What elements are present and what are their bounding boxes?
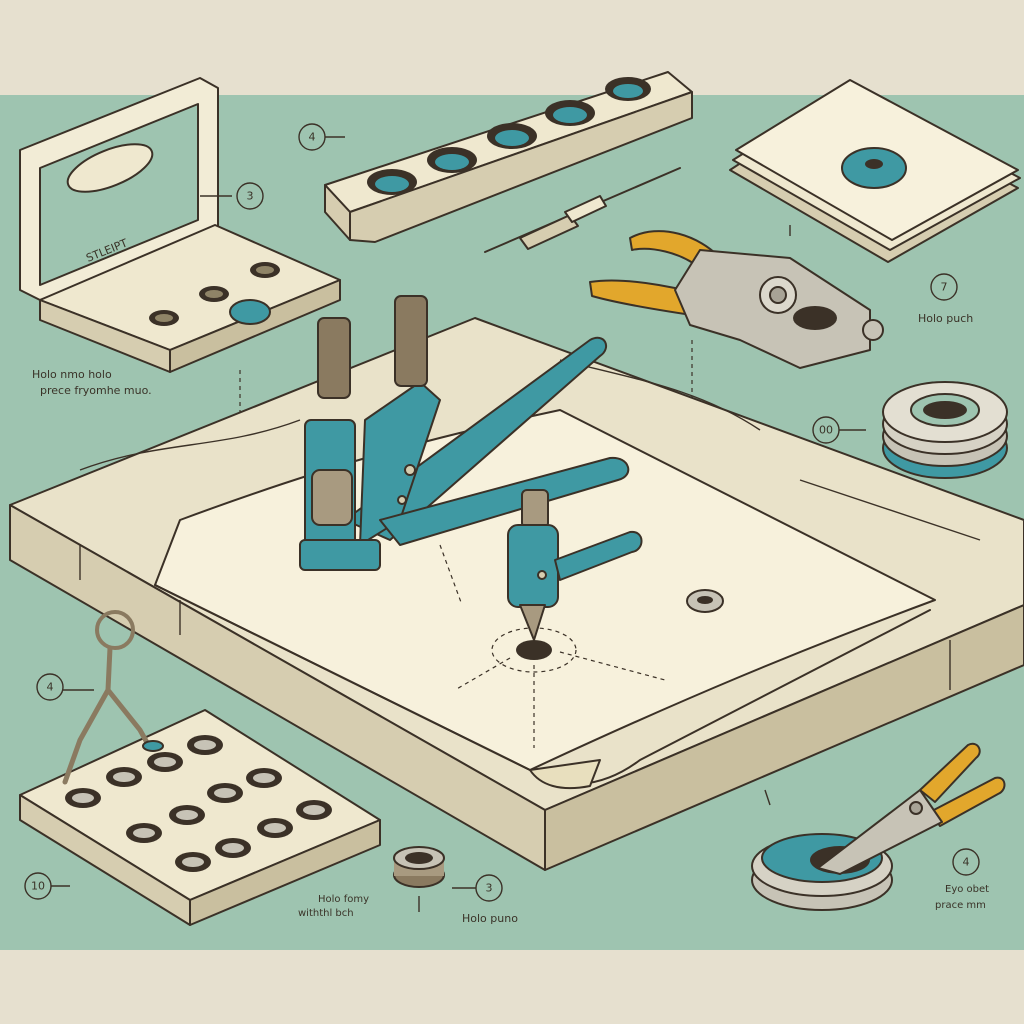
grommet-board: 4 10 bbox=[19, 610, 381, 926]
callout-grommet-3: 3 bbox=[486, 882, 493, 895]
callout-board-4: 4 bbox=[47, 681, 54, 694]
callout-box-3: 3 bbox=[247, 190, 254, 203]
grommet-ring-stack: 00 bbox=[812, 381, 1008, 479]
left-note-line2: prece fryomhe muo. bbox=[40, 384, 152, 397]
callout-board-10: 10 bbox=[31, 880, 45, 893]
bottom-band bbox=[0, 950, 1024, 1024]
pliers-label: Holo puch bbox=[918, 312, 973, 325]
cutter-note-line1: Eyo obet bbox=[945, 884, 989, 895]
grommet-note-line1: Holo fomy bbox=[318, 894, 369, 905]
left-note-line1: Holo nmo holo bbox=[32, 368, 112, 381]
callout-cutter-4: 4 bbox=[963, 856, 970, 869]
callout-strip-4: 4 bbox=[309, 131, 316, 144]
callout-stack-00: 00 bbox=[819, 424, 833, 437]
hand-press bbox=[299, 295, 630, 571]
top-band bbox=[0, 0, 1024, 95]
callout-pliers-7: 7 bbox=[941, 281, 948, 294]
setter-pin bbox=[484, 167, 681, 253]
hole-punch-tool bbox=[507, 489, 643, 641]
grommet-pliers: 7 Holo puch bbox=[589, 230, 973, 440]
grommet-note-line2: withthl bch bbox=[298, 908, 354, 919]
grommet-label: Holo puno bbox=[462, 912, 518, 925]
cutting-pliers: 4 Eyo obet prace mm bbox=[751, 742, 1006, 911]
cutter-note-line2: prace mm bbox=[935, 900, 986, 911]
die-strip: 4 bbox=[298, 71, 693, 243]
single-grommet: 3 Holo fomy withthl bch Holo puno bbox=[298, 846, 518, 925]
canvas-swatch-stack bbox=[729, 79, 1021, 263]
storage-box: STLEIPT 3 bbox=[19, 77, 341, 373]
